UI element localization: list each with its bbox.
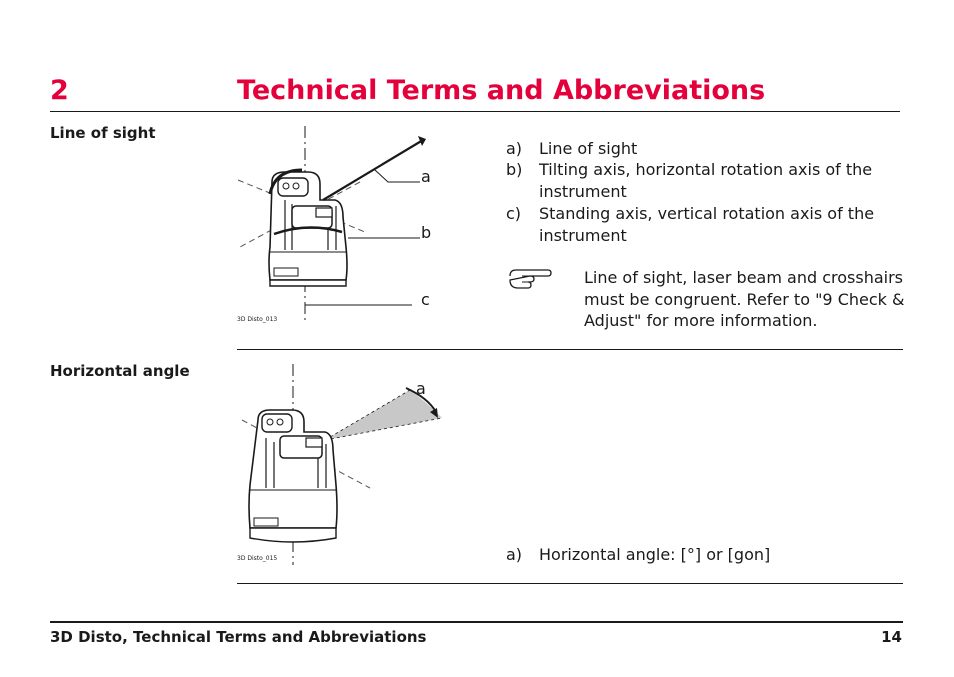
note-line: must be congruent. Refer to "9 Check &	[584, 289, 905, 309]
item-label: b)	[506, 160, 523, 179]
heading-rule	[50, 111, 900, 112]
list-item: c) Standing axis, vertical rotation axis…	[506, 203, 906, 247]
item-text-line: Tilting axis, horizontal rotation axis o…	[539, 160, 873, 179]
callout-a: a	[416, 379, 426, 398]
figure-caption: 3D Disto_013	[237, 316, 277, 323]
horizontal-angle-figure: a 3D Disto_015	[237, 364, 443, 565]
item-label: a)	[506, 545, 523, 564]
section-rule	[237, 349, 903, 350]
item-text: Line of sight	[539, 139, 638, 158]
callout-c: c	[421, 290, 430, 309]
item-text: Horizontal angle: [°] or [gon]	[539, 545, 771, 564]
callout-a: a	[421, 167, 431, 186]
item-label: c)	[506, 204, 522, 223]
section-heading-horizontal-angle: Horizontal angle	[50, 362, 190, 380]
section-heading-line-of-sight: Line of sight	[50, 124, 156, 142]
item-text-line: Standing axis, vertical rotation axis of…	[539, 204, 875, 223]
item-label: a)	[506, 139, 523, 158]
list-item: a) Line of sight	[506, 138, 906, 160]
note-line: Line of sight, laser beam and crosshairs	[584, 268, 904, 287]
footer-rule	[50, 621, 903, 623]
note-line: Adjust" for more information.	[584, 311, 818, 330]
line-of-sight-figure: a b c 3D Disto_013	[237, 126, 431, 323]
list-item: b) Tilting axis, horizontal rotation axi…	[506, 159, 906, 203]
chapter-number: 2	[50, 75, 69, 106]
callout-b: b	[421, 223, 431, 242]
figure-caption: 3D Disto_015	[237, 555, 277, 562]
list-item: a) Horizontal angle: [°] or [gon]	[506, 544, 906, 566]
page-number: 14	[881, 628, 902, 646]
note-text: Line of sight, laser beam and crosshairs…	[584, 267, 904, 332]
pointing-hand-icon	[509, 269, 552, 289]
item-text-line: instrument	[539, 181, 627, 201]
item-text-line: instrument	[539, 225, 627, 245]
chapter-title: Technical Terms and Abbreviations	[237, 75, 766, 106]
footer-title: 3D Disto, Technical Terms and Abbreviati…	[50, 628, 427, 646]
section-rule	[237, 583, 903, 584]
